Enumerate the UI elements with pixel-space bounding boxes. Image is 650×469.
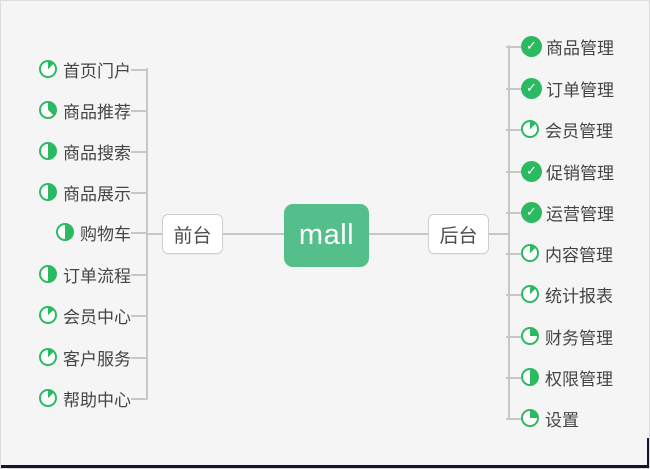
branch-item: ✓ 商品管理 [506, 35, 614, 58]
connector-line [368, 233, 429, 235]
progress-pie-icon [39, 265, 57, 283]
branch-item-label: 订单管理 [546, 80, 614, 100]
progress-pie-icon [39, 348, 57, 366]
progress-pie-icon [39, 142, 57, 160]
branch-item: 权限管理 [506, 366, 613, 389]
front-branch-node: 前台 [162, 214, 223, 254]
branch-item: ✓ 订单管理 [506, 77, 614, 100]
branch-item: 统计报表 [506, 283, 613, 306]
branch-item-label: 商品搜索 [63, 143, 131, 163]
branch-item-label: 订单流程 [63, 266, 131, 286]
branch-item-label: 购物车 [80, 224, 131, 244]
branch-item: 订单流程 [39, 263, 146, 286]
back-branch-node: 后台 [428, 214, 489, 254]
branch-item: 商品展示 [39, 181, 146, 204]
connector-line [146, 233, 163, 235]
branch-item-label: 设置 [545, 410, 579, 430]
check-icon: ✓ [521, 77, 542, 99]
branch-item-label: 运营管理 [546, 204, 614, 224]
branch-item-label: 首页门户 [63, 61, 131, 81]
branch-item: 内容管理 [506, 242, 613, 265]
progress-pie-icon [39, 60, 57, 78]
progress-pie-icon [521, 368, 539, 386]
check-icon: ✓ [521, 201, 542, 223]
branch-item-label: 内容管理 [545, 245, 613, 265]
branch-item-label: 客户服务 [63, 349, 131, 369]
branch-item-label: 商品管理 [546, 38, 614, 58]
window-right-edge [647, 438, 649, 468]
check-icon: ✓ [521, 35, 542, 57]
progress-pie-icon [39, 389, 57, 407]
branch-item: ✓ 运营管理 [506, 201, 614, 224]
branch-item: 购物车 [56, 221, 146, 244]
back-branch-label: 后台 [439, 225, 478, 247]
front-branch-label: 前台 [173, 225, 212, 247]
branch-item-label: 帮助中心 [63, 390, 131, 410]
branch-item-label: 促销管理 [546, 163, 614, 183]
branch-item-label: 会员中心 [63, 307, 131, 327]
branch-item: 客户服务 [39, 346, 146, 369]
branch-item: 帮助中心 [39, 387, 146, 410]
root-node-label: mall [298, 219, 355, 251]
progress-pie-icon [39, 183, 57, 201]
progress-pie-icon [521, 285, 539, 303]
root-node-mall: mall [284, 204, 369, 267]
connector-line [222, 233, 285, 235]
branch-item-label: 权限管理 [545, 369, 613, 389]
branch-item-label: 商品推荐 [63, 102, 131, 122]
branch-item-label: 统计报表 [545, 286, 613, 306]
check-icon: ✓ [521, 160, 542, 182]
progress-pie-icon [521, 327, 539, 345]
progress-pie-icon [56, 223, 74, 241]
progress-pie-icon [39, 101, 57, 119]
branch-item: 会员中心 [39, 304, 146, 327]
branch-item: 商品推荐 [39, 99, 146, 122]
branch-item: 首页门户 [39, 58, 146, 81]
progress-pie-icon [521, 244, 539, 262]
progress-pie-icon [521, 120, 539, 138]
branch-item: 设置 [506, 407, 579, 430]
progress-pie-icon [39, 306, 57, 324]
right-branch-spine-line [508, 45, 510, 420]
branch-item-label: 会员管理 [545, 121, 613, 141]
window-bottom-edge [1, 465, 649, 468]
progress-pie-icon [521, 409, 539, 427]
branch-item: 商品搜索 [39, 140, 146, 163]
branch-item-label: 财务管理 [545, 328, 613, 348]
branch-item-label: 商品展示 [63, 184, 131, 204]
connector-line [488, 233, 509, 235]
branch-item: ✓ 促销管理 [506, 160, 614, 183]
branch-item: 财务管理 [506, 325, 613, 348]
branch-item: 会员管理 [506, 118, 613, 141]
